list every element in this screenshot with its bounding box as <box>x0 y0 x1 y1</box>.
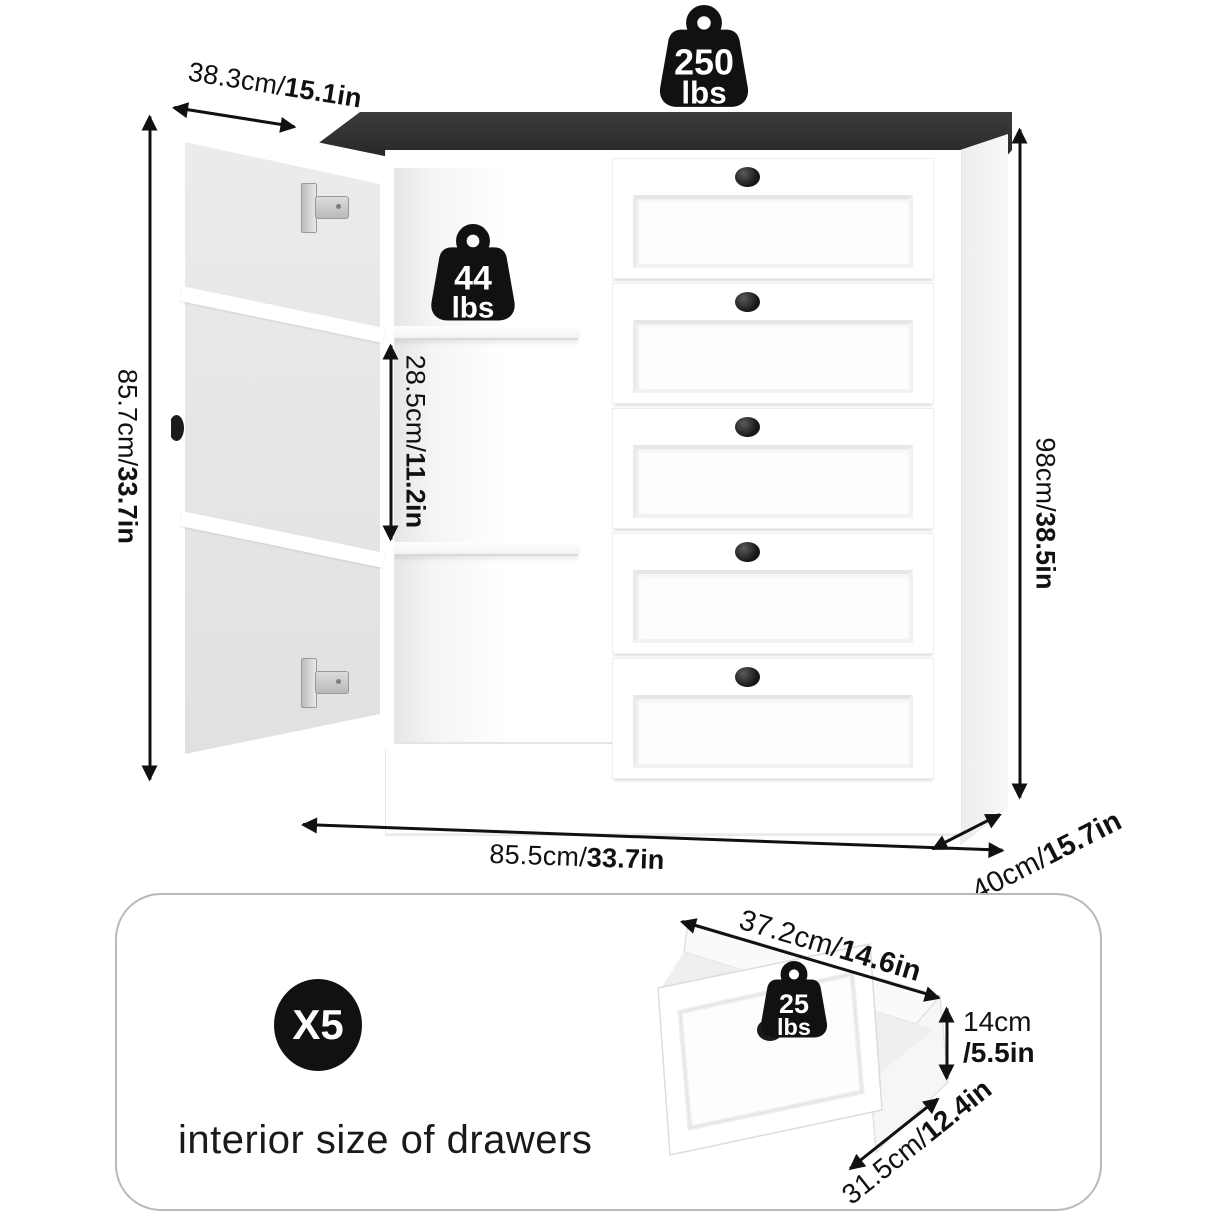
drawer-1-knob-icon <box>735 167 761 187</box>
hinge-top-screw-icon <box>336 204 341 209</box>
bottom-width-cm: 85.5cm/ <box>488 838 588 873</box>
depth-in: 15.7in <box>1037 804 1127 872</box>
shelf-spacing-label: 28.5cm/11.2in <box>400 297 431 587</box>
drawer-4-knob-icon <box>735 542 761 562</box>
right-height-arrow <box>1018 129 1022 798</box>
right-height-cm: 98cm/ <box>1030 437 1061 512</box>
drawer-3 <box>612 408 934 529</box>
hinge-bottom-screw-icon <box>336 679 341 684</box>
cabinet-side-panel <box>960 134 1008 846</box>
bottom-width-label: 85.5cm/33.7in <box>437 837 718 878</box>
weight-drawer-value: 25 <box>779 989 809 1019</box>
panel-caption: interior size of drawers <box>178 1118 593 1162</box>
drawer-3-knob-icon <box>735 417 761 437</box>
weight-drawer-unit: lbs <box>777 1014 811 1040</box>
right-height-label: 98cm/38.5in <box>1030 379 1061 649</box>
drawer-2-panel <box>633 320 913 393</box>
door-width-in: 15.1in <box>282 71 364 114</box>
shelf-upper <box>394 326 578 340</box>
drawer-5-knob-icon <box>735 667 761 687</box>
glass-pane <box>185 142 380 754</box>
weight-shelf-value: 44 <box>454 260 492 298</box>
hinge-top-arm-icon <box>315 196 349 219</box>
weight-top-unit: lbs <box>681 76 726 111</box>
drawer-height-cm: 14cm <box>963 1006 1032 1037</box>
hinge-bottom-arm-icon <box>315 671 349 694</box>
drawer-height-arrow <box>945 1008 949 1079</box>
drawer-5-panel <box>633 695 913 768</box>
bottom-width-in: 33.7in <box>586 842 666 876</box>
shelf-spacing-in: 11.2in <box>400 452 431 529</box>
cabinet-open-compartment <box>394 168 578 744</box>
weight-capacity-top-icon: 250 lbs <box>648 4 760 118</box>
weight-capacity-shelf-icon: 44 lbs <box>420 222 526 332</box>
times-five-text: X5 <box>292 1001 344 1048</box>
left-height-label: 85.7cm/33.7in <box>112 297 143 617</box>
left-height-cm: 85.7cm/ <box>112 368 143 467</box>
drawer-3-panel <box>633 445 913 518</box>
drawer-4-panel <box>633 570 913 643</box>
left-height-in: 33.7in <box>112 466 143 545</box>
drawer-5 <box>612 658 934 779</box>
drawer-2-knob-icon <box>735 292 761 312</box>
weight-capacity-drawer-icon: 25 lbs <box>752 952 836 1054</box>
weight-shelf-unit: lbs <box>452 291 495 324</box>
times-five-badge: X5 <box>274 979 362 1071</box>
drawer-1-panel <box>633 195 913 268</box>
drawer-1 <box>612 158 934 279</box>
drawer-height-label: 14cm /5.5in <box>963 1006 1035 1068</box>
door-width-cm: 38.3cm/ <box>186 56 288 102</box>
drawer-height-in: /5.5in <box>963 1037 1035 1068</box>
glass-door <box>171 112 394 780</box>
shelf-spacing-cm: 28.5cm/ <box>400 354 431 453</box>
right-height-in: 38.5in <box>1030 511 1061 590</box>
shelf-spacing-arrow <box>389 345 393 540</box>
drawer-2 <box>612 283 934 404</box>
shelf-lower <box>394 542 578 556</box>
weight-top-value: 250 <box>674 42 734 82</box>
left-height-arrow <box>148 116 152 780</box>
door-width-label: 38.3cm/15.1in <box>179 55 372 115</box>
drawer-4 <box>612 533 934 654</box>
door-knob-icon <box>171 415 184 441</box>
